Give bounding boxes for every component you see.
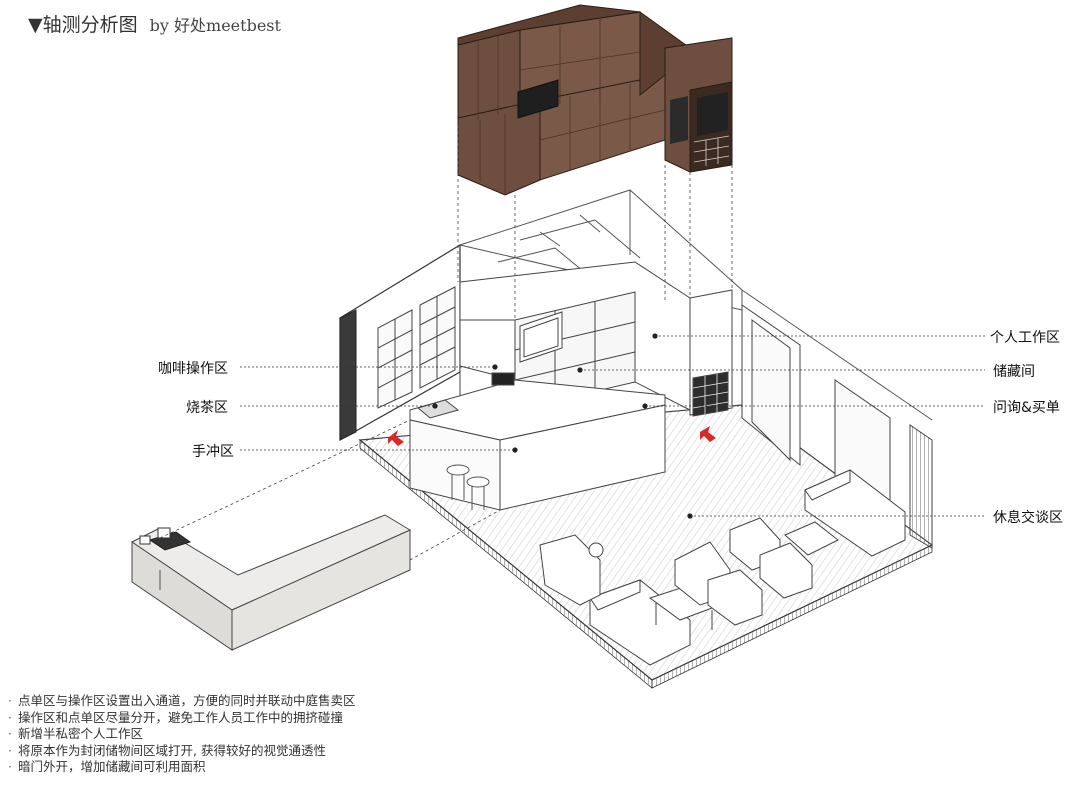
entry-arrows bbox=[388, 426, 716, 446]
label-lounge-zone: 休息交谈区 bbox=[993, 510, 1063, 526]
label-tea-zone: 烧茶区 bbox=[186, 400, 228, 416]
note-item: ·点单区与操作区设置出入通道，方便的同时并联动中庭售卖区 bbox=[8, 693, 356, 708]
counter-projection bbox=[159, 419, 501, 561]
label-coffee-zone: 咖啡操作区 bbox=[158, 361, 228, 377]
design-notes: ·点单区与操作区设置出入通道，方便的同时并联动中庭售卖区 ·操作区和点单区尽量分… bbox=[8, 693, 356, 776]
window-1 bbox=[377, 309, 413, 409]
window-2 bbox=[419, 286, 456, 389]
note-item: ·暗门外开，增加储藏间可利用面积 bbox=[8, 759, 206, 774]
exploded-counter bbox=[131, 514, 412, 651]
cabinet-assembly bbox=[457, 4, 733, 196]
title-byline: by 好处meetbest bbox=[149, 16, 281, 35]
lounge-furniture bbox=[539, 469, 906, 666]
note-item: ·新增半私密个人工作区 bbox=[8, 726, 144, 741]
entry-arrow-left-icon bbox=[388, 430, 404, 446]
callout-dots bbox=[432, 333, 693, 519]
right-wall bbox=[741, 304, 933, 549]
callout-leaders bbox=[240, 335, 985, 517]
central-partition bbox=[459, 261, 691, 411]
storage-room bbox=[689, 289, 733, 417]
label-storage-room: 储藏间 bbox=[993, 364, 1035, 380]
label-pourover-zone: 手冲区 bbox=[192, 444, 234, 460]
bar-stools bbox=[446, 464, 490, 510]
note-item: ·操作区和点单区尽量分开，避免工作人员工作中的拥挤碰撞 bbox=[8, 709, 344, 725]
label-personal-workspace: 个人工作区 bbox=[990, 330, 1060, 346]
page-title: ▼轴测分析图 by 好处meetbest bbox=[28, 10, 281, 37]
entry-arrow-right-icon bbox=[700, 426, 716, 442]
title-text: ▼轴测分析图 bbox=[28, 14, 138, 36]
projection-lines bbox=[457, 125, 733, 320]
note-item: ·将原本作为封闭储物间区域打开, 获得较好的视觉通透性 bbox=[8, 742, 326, 758]
label-inquiry-order: 问询&买单 bbox=[993, 400, 1060, 416]
